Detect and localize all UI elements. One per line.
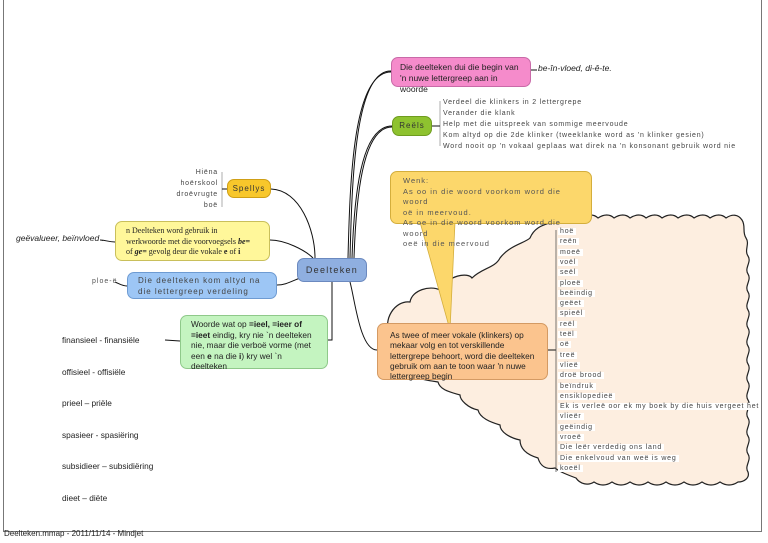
link-blue [276,277,301,286]
topic-text: Woorde wat op [191,319,249,329]
topic-text: ) kry wel `n deelteken [191,350,282,372]
topic-begin-new-syllable[interactable]: Die deelteken dui die begin van 'n nuwe … [391,57,531,94]
callout-line: As oo in die woord voorkom word die woor… [403,186,561,207]
link-orange [349,281,378,351]
vowel-example-item[interactable]: koeël [558,464,583,472]
vowel-example-item[interactable]: voël [558,258,579,266]
example-item: finansieel - finansiële [62,335,140,345]
topic-vowels-syllables[interactable]: As twee of meer vokale (klinkers) op mek… [377,323,548,382]
vowel-example-item[interactable]: geëindig [558,423,595,431]
vowel-example-item[interactable]: vlieë [558,361,581,369]
example-item: subsidieer – subsidiëring [62,461,154,471]
vowel-example-item[interactable]: teël [558,331,577,338]
topic-reels[interactable]: Reëls [392,116,432,136]
vowel-example-item[interactable]: Ek is verleë oor ek my boek by die huis … [558,403,762,411]
example-item: offisieel - offisiële [62,366,126,377]
reels-item[interactable]: Verander die klank [443,110,516,117]
reels-item[interactable]: Word nooit op 'n vokaal geplaas wat dire… [443,143,736,150]
topic-spellys[interactable]: Spellys [227,179,271,198]
callout-line: Wenk: [403,176,430,185]
vowel-example-item[interactable]: ensiklopedieë [558,392,616,400]
topic-note-prefix-example: geëvalueer, beïnvloed . [16,233,104,243]
link-yellow [269,239,314,259]
topic-text-bold: i [239,350,242,361]
topic-text-line: werkwoorde met die voorvoegsels be= [126,236,251,246]
page-frame [3,0,762,532]
topic-text: na die [211,350,239,361]
spellys-item[interactable]: hoërskool [180,180,218,187]
vowel-example-item[interactable]: reën [558,238,580,246]
example-item: spasieer - spasiëring [62,429,139,440]
topic-label: Spellys [232,184,266,193]
example-item: prieel – priële [62,398,112,408]
link-spellys [270,188,316,259]
link-green [328,282,333,341]
vowel-example-item[interactable]: oë [558,341,572,349]
topic-text-bold: =ieel, =ieer of =ieet [191,319,303,340]
vowel-example-item[interactable]: vroeë [558,434,584,441]
green-examples: finansieel - finansiële offisieel - offi… [62,314,153,514]
spellys-item[interactable]: Hiëna [195,169,218,176]
vowel-example-item[interactable]: Die enkelvoud van weë is weg [558,454,679,462]
topic-text-bold: e [207,350,212,361]
link-reels [351,125,393,259]
callout-line: oë in meervoud. [403,207,472,217]
vowel-example-item[interactable]: Die leër verdedig ons land [558,444,665,452]
vowel-example-item[interactable]: seël [558,269,579,277]
vowel-example-item[interactable]: vlieër [558,413,584,421]
topic-text: Die deelteken dui die begin van 'n nuwe … [400,62,519,94]
topic-text-line: n Deelteken word gebruik in [126,226,218,235]
callout-line: As oe in die woord voorkom word die woor… [403,218,561,238]
topic-note-split-example: ploe-ë [92,278,118,285]
example-item: dieet – diëte [62,492,108,503]
callout-line: oeë in die meervoud [403,239,490,248]
topic-after-syllable-split[interactable]: Die deelteken kom altyd na die lettergre… [127,272,277,299]
central-topic[interactable]: Deelteken [297,258,367,282]
reels-item[interactable]: Kom altyd op die 2de klinker (tweeklanke… [443,132,705,139]
reels-item[interactable]: Help met die uitspreek van sommige meerv… [443,121,629,128]
vowel-example-item[interactable]: treë [558,351,578,359]
vowel-example-item[interactable]: beïndruk [558,382,596,390]
topic-text: As twee of meer vokale (klinkers) op mek… [390,330,535,382]
topic-prefix-verbs[interactable]: n Deelteken word gebruik in werkwoorde m… [115,221,270,261]
footer-filename: Deelteken.mmap - 2011/11/14 - Mindjet [4,529,144,538]
topic-text-line: of ge= gevolg deur die vokale e of i [126,247,241,256]
vowel-example-item[interactable]: hoë [558,228,577,235]
vowel-example-item[interactable]: geëet [558,300,584,308]
topic-note-syllable-example: be-în-vloed, di-ê-te. [538,63,612,73]
vowel-example-item[interactable]: ploeë [558,279,584,287]
vowel-example-item[interactable]: reël [558,320,577,328]
spellys-item[interactable]: boë [203,202,218,209]
callout-wenk[interactable]: Wenk: As oo in die woord voorkom word di… [390,171,592,248]
vowel-example-item[interactable]: beëindig [558,289,595,297]
topic-ieel-ieer-ieet[interactable]: Woorde wat op =ieel, =ieer of =ieet eind… [180,315,328,372]
vowel-example-item[interactable]: droë brood [558,372,604,380]
topic-text: eindig, kry nie `n deelteken nie, maar d… [191,329,312,361]
vowel-example-item[interactable]: spieël [558,310,586,318]
link-pink [349,70,392,259]
vowel-example-item[interactable]: moeë [558,248,583,256]
topic-label: Reëls [399,121,425,130]
spellys-item[interactable]: droëvrugte [176,191,218,198]
topic-text: Die deelteken kom altyd na die lettergre… [138,276,261,296]
reels-item[interactable]: Verdeel die klinkers in 2 lettergrepe [443,99,582,106]
